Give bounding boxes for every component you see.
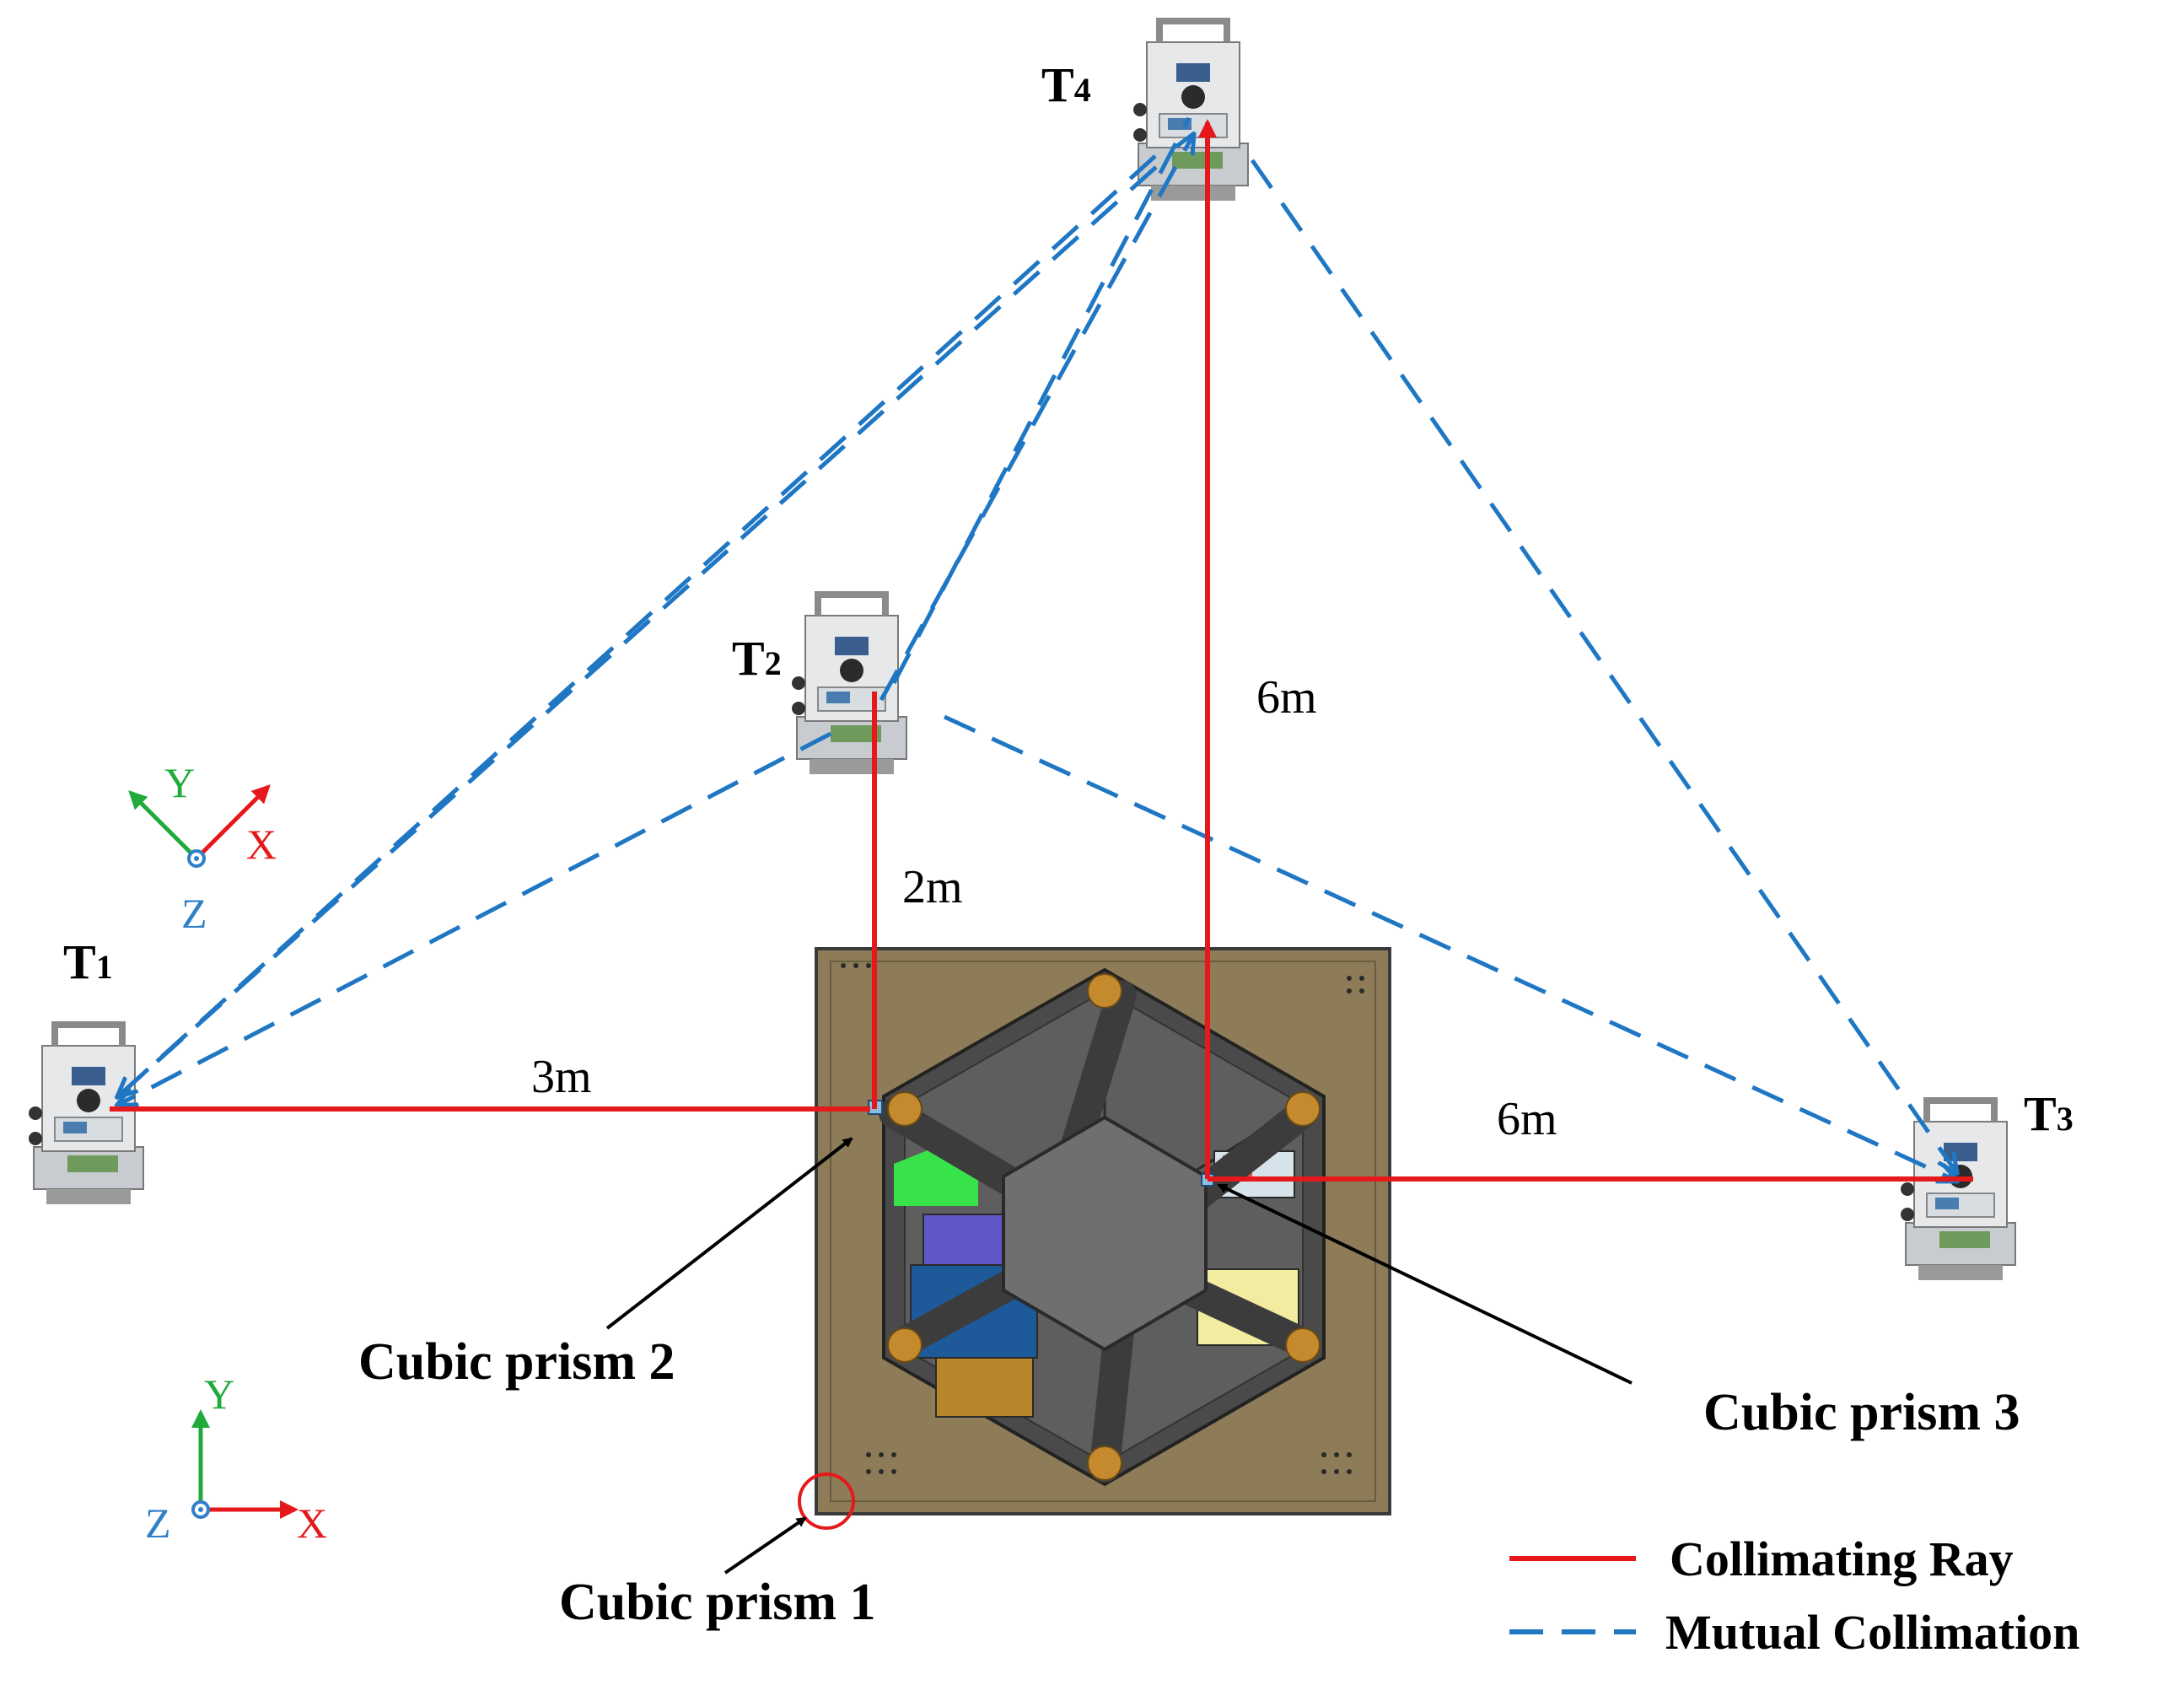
theodolite-t1 <box>29 1025 143 1204</box>
station-label-t3: T3 <box>2024 1086 2074 1141</box>
axis-upper-x-label: X <box>246 821 277 868</box>
axis-lower-z-label: Z <box>145 1499 171 1547</box>
legend: Collimating Ray Mutual Collimation <box>1509 1532 2079 1660</box>
cubic-prism-3-label: Cubic prism 3 <box>1703 1384 2020 1441</box>
cubic-prism-1-label: Cubic prism 1 <box>559 1574 875 1631</box>
station-label-t1: T1 <box>63 934 113 989</box>
purple-component <box>923 1214 1017 1274</box>
cubic-prism-1-marker <box>798 1472 855 1530</box>
legend-mutual-label: Mutual Collimation <box>1665 1605 2079 1660</box>
axis-lower-x-label: X <box>297 1499 327 1547</box>
cubic-prism-2-label: Cubic prism 2 <box>358 1333 675 1391</box>
collimating-ray-lines <box>110 119 1973 1182</box>
callout-arrows <box>605 1137 1633 1575</box>
axes-lower: Y X Z <box>145 1370 327 1547</box>
axis-upper-z-label: Z <box>181 890 207 937</box>
axis-lower-y-label: Y <box>204 1370 234 1418</box>
axes-upper: Y X Z <box>128 759 277 937</box>
station-label-t2: T2 <box>732 631 782 686</box>
legend-collimating-label: Collimating Ray <box>1670 1532 2014 1586</box>
gold-component <box>935 1357 1034 1418</box>
mutual-collimation-lines <box>118 116 1956 1181</box>
distance-label-3m: 3m <box>531 1051 592 1103</box>
axis-upper-y-label: Y <box>164 759 195 806</box>
distance-label-6m-horizontal: 6m <box>1497 1093 1557 1145</box>
station-label-t4: T4 <box>1041 57 1091 112</box>
theodolite-t3 <box>1901 1101 2015 1280</box>
hexagon-frame <box>879 967 1326 1487</box>
distance-label-6m-vertical: 6m <box>1256 671 1317 724</box>
distance-label-2m: 2m <box>902 861 963 913</box>
